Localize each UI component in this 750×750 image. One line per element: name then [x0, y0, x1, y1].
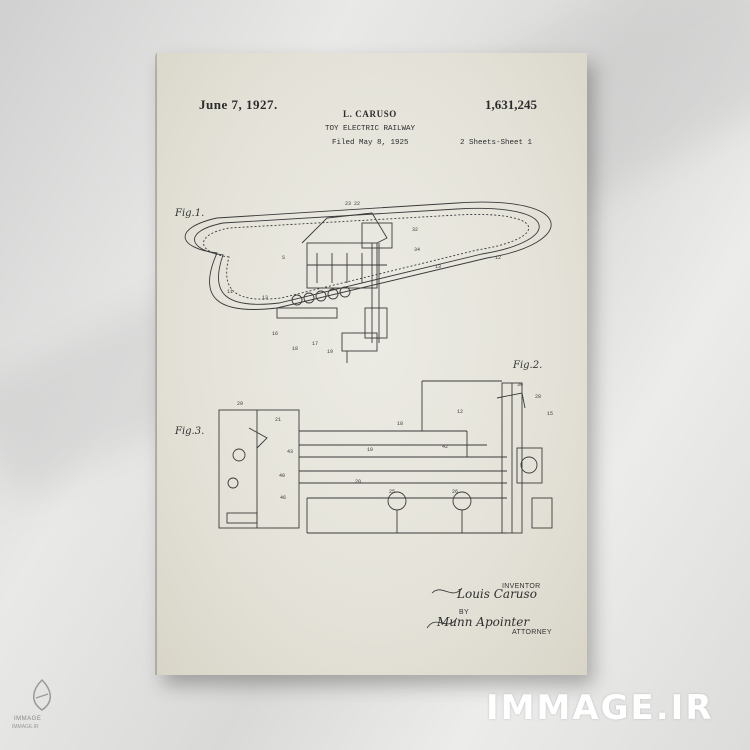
by-label: BY: [459, 609, 469, 616]
svg-text:13: 13: [435, 264, 441, 270]
attorney-signature: Munn Apointer: [437, 615, 530, 629]
svg-text:34: 34: [414, 247, 420, 253]
svg-text:29: 29: [237, 401, 243, 407]
figure-1-label: Fig.1.: [175, 208, 205, 219]
figure-3-mechanism: [226, 427, 268, 524]
figure-1-signal: [341, 243, 388, 363]
patent-date: June 7, 1927.: [199, 97, 278, 112]
figure-1-train: [276, 286, 351, 319]
svg-text:10: 10: [367, 447, 373, 453]
logo-text: IMMAGE: [14, 716, 42, 722]
logo-subtext: IMMAGE.IR: [12, 724, 39, 730]
svg-text:19: 19: [327, 349, 333, 355]
svg-text:15: 15: [547, 411, 553, 417]
svg-text:16: 16: [272, 331, 278, 337]
svg-text:18: 18: [292, 346, 298, 352]
svg-text:28: 28: [535, 394, 541, 400]
svg-text:40: 40: [279, 473, 285, 479]
patent-inventor: L. CARUSO: [343, 109, 397, 119]
figure-1-track: [184, 201, 552, 310]
svg-text:42: 42: [442, 444, 448, 450]
svg-text:17: 17: [312, 341, 318, 347]
canvas-print: June 7, 1927. L. CARUSO TOY ELECTRIC RAI…: [157, 53, 587, 675]
svg-text:13: 13: [262, 295, 268, 301]
figure-1-station-house: [301, 212, 393, 289]
site-watermark: IMMAGE.IR: [486, 688, 714, 728]
svg-text:23 22: 23 22: [345, 201, 360, 207]
svg-text:32: 32: [412, 227, 418, 233]
svg-text:12: 12: [495, 255, 501, 261]
svg-text:S: S: [282, 255, 285, 261]
svg-text:11: 11: [227, 289, 233, 295]
inventor-signature: Louis Caruso: [457, 587, 537, 601]
immage-logo-icon: [33, 678, 51, 711]
figure-2-label: Fig.2.: [513, 360, 543, 371]
svg-text:46: 46: [280, 495, 286, 501]
svg-text:12: 12: [457, 409, 463, 415]
svg-text:18: 18: [397, 421, 403, 427]
svg-text:43: 43: [287, 449, 293, 455]
svg-text:25: 25: [389, 489, 395, 495]
patent-filed: Filed May 8, 1925: [332, 139, 409, 147]
svg-text:30: 30: [517, 382, 523, 388]
patent-sheets: 2 Sheets-Sheet 1: [460, 139, 533, 147]
svg-text:21: 21: [275, 417, 281, 423]
figure-2-relay: [496, 382, 553, 534]
patent-number: 1,631,245: [485, 97, 537, 112]
patent-drawing: 23 22 32 34 S 13 12 11 13 16 18 17 19 30 28 15 18 1…: [184, 201, 553, 629]
attorney-label: ATTORNEY: [512, 629, 552, 636]
svg-text:26: 26: [452, 489, 458, 495]
figure-2-wiring: [218, 380, 507, 534]
patent-title: TOY ELECTRIC RAILWAY: [325, 125, 416, 133]
svg-text:20: 20: [355, 479, 361, 485]
inventor-label: INVENTOR: [502, 583, 541, 590]
figure-3-label: Fig.3.: [175, 426, 205, 437]
signature-flourish: [426, 587, 463, 629]
